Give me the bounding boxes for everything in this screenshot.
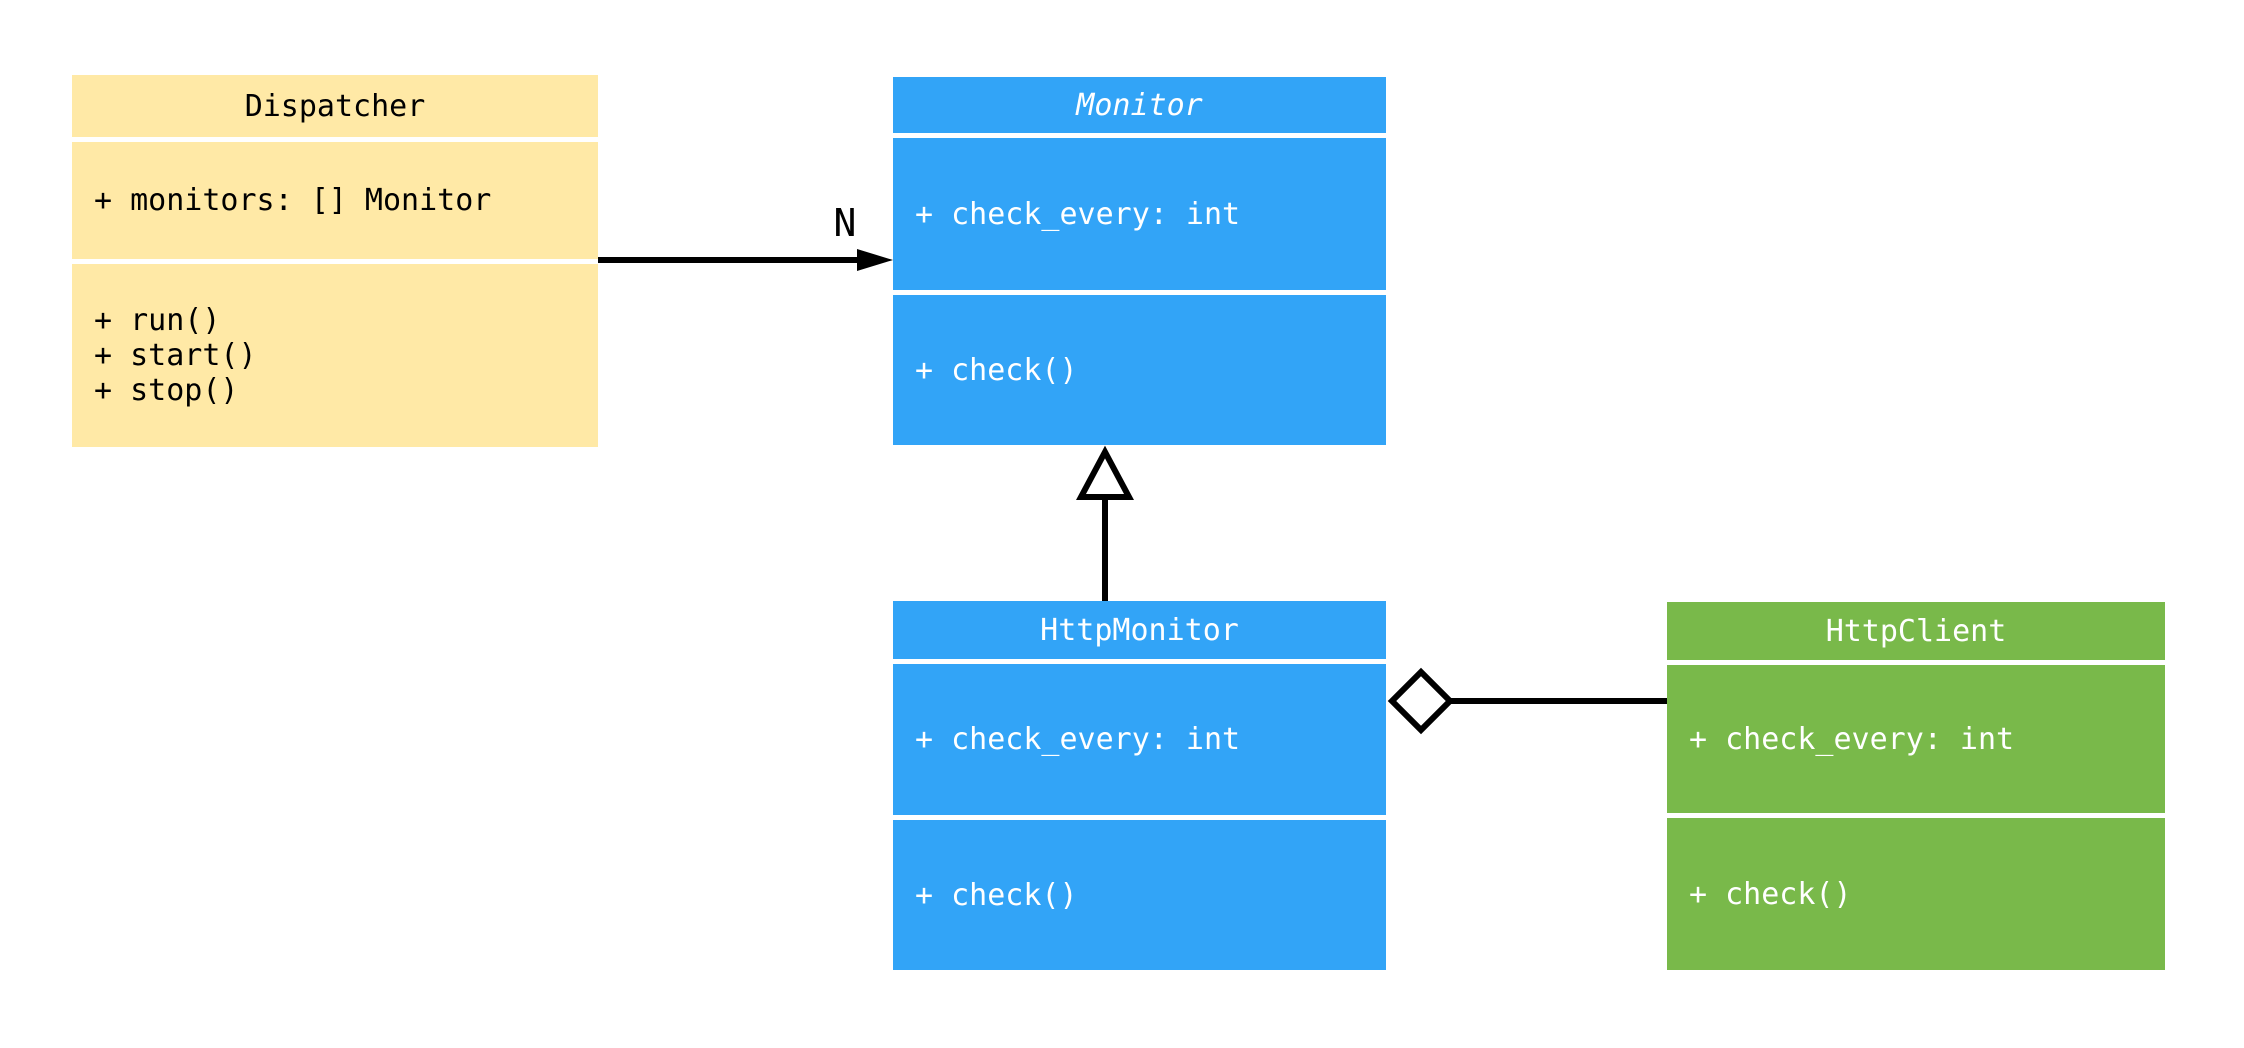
multiplicity-label: N bbox=[833, 201, 857, 245]
class-title: HttpClient bbox=[1667, 602, 2165, 660]
class-node-httpclient: HttpClient + check_every: int + check() bbox=[1667, 602, 2165, 970]
inheritance-triangle-icon bbox=[1076, 445, 1134, 500]
class-attributes-section: + check_every: int bbox=[893, 664, 1386, 815]
class-node-monitor: Monitor + check_every: int + check() bbox=[893, 77, 1386, 445]
class-methods-section: + check() bbox=[893, 295, 1386, 445]
class-method: + start() bbox=[94, 338, 257, 373]
edge-inheritance-httpmonitor-monitor bbox=[1076, 445, 1134, 601]
class-attribute: + check_every: int bbox=[915, 196, 1241, 232]
class-method: + check() bbox=[915, 877, 1078, 913]
class-method: + check() bbox=[915, 352, 1078, 388]
class-method: + stop() bbox=[94, 373, 239, 408]
aggregation-diamond-icon bbox=[1387, 667, 1455, 735]
class-attribute: + monitors: [] Monitor bbox=[94, 183, 492, 218]
class-title: HttpMonitor bbox=[893, 601, 1386, 659]
class-attributes-section: + monitors: [] Monitor bbox=[72, 142, 598, 259]
class-title: Monitor bbox=[893, 77, 1386, 133]
class-attributes-section: + check_every: int bbox=[893, 138, 1386, 290]
class-attribute: + check_every: int bbox=[1689, 721, 2015, 757]
class-method: + check() bbox=[1689, 876, 1852, 912]
edge-association-dispatcher-monitor bbox=[598, 249, 893, 271]
class-node-dispatcher: Dispatcher + monitors: [] Monitor + run(… bbox=[72, 75, 598, 447]
class-methods-section: + check() bbox=[893, 820, 1386, 970]
class-title: Dispatcher bbox=[72, 75, 598, 137]
class-methods-section: + run() + start() + stop() bbox=[72, 264, 598, 447]
arrowhead-icon bbox=[857, 249, 893, 271]
class-attribute: + check_every: int bbox=[915, 722, 1241, 757]
class-methods-section: + check() bbox=[1667, 818, 2165, 970]
class-attributes-section: + check_every: int bbox=[1667, 665, 2165, 813]
class-method: + run() bbox=[94, 303, 221, 338]
edge-aggregation-httpmonitor-httpclient bbox=[1387, 667, 1667, 735]
class-node-httpmonitor: HttpMonitor + check_every: int + check() bbox=[893, 601, 1386, 970]
